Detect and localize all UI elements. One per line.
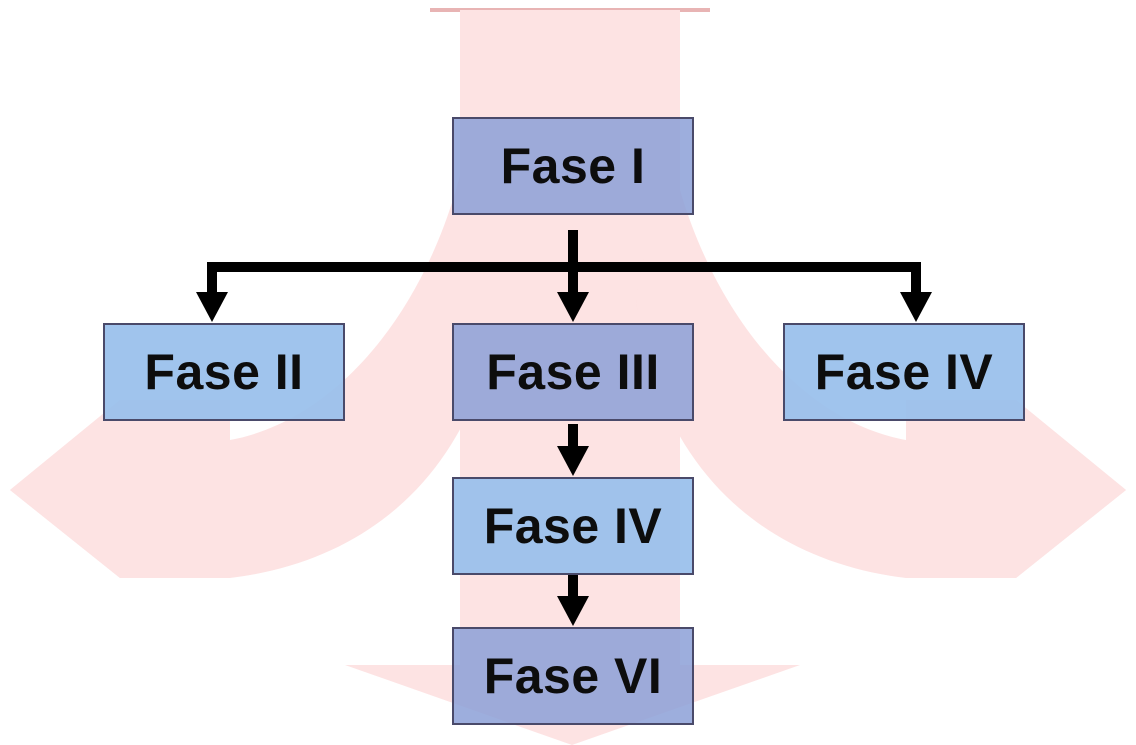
- watermark-right-block: [906, 400, 1016, 578]
- watermark-left-block: [120, 400, 230, 578]
- watermark-right-arrowhead: [1016, 400, 1126, 578]
- node-fase-6: Fase VI: [452, 627, 694, 725]
- node-fase-1-label: Fase I: [500, 138, 646, 194]
- node-fase-6-label: Fase VI: [483, 648, 663, 704]
- node-fase-1: Fase I: [452, 117, 694, 215]
- arrowheads: [196, 292, 932, 626]
- watermark-right-arm: [636, 130, 1126, 578]
- node-fase-2-label: Fase II: [144, 344, 304, 400]
- node-fase-4-right-label: Fase IV: [814, 344, 994, 400]
- node-fase-4-center: Fase IV: [452, 477, 694, 575]
- arrowhead-fase3: [557, 292, 589, 322]
- node-fase-3-label: Fase III: [486, 344, 660, 400]
- node-fase-2: Fase II: [103, 323, 345, 421]
- arrowhead-fase4-center: [557, 446, 589, 476]
- arrowhead-fase4-right: [900, 292, 932, 322]
- node-fase-4-center-label: Fase IV: [483, 498, 663, 554]
- watermark-left-arm: [10, 130, 500, 578]
- node-fase-4-right: Fase IV: [783, 323, 1025, 421]
- connectors: [207, 230, 921, 598]
- arrowhead-fase2: [196, 292, 228, 322]
- node-fase-3: Fase III: [452, 323, 694, 421]
- watermark-left-arrowhead: [10, 400, 120, 578]
- arrowhead-fase6: [557, 596, 589, 626]
